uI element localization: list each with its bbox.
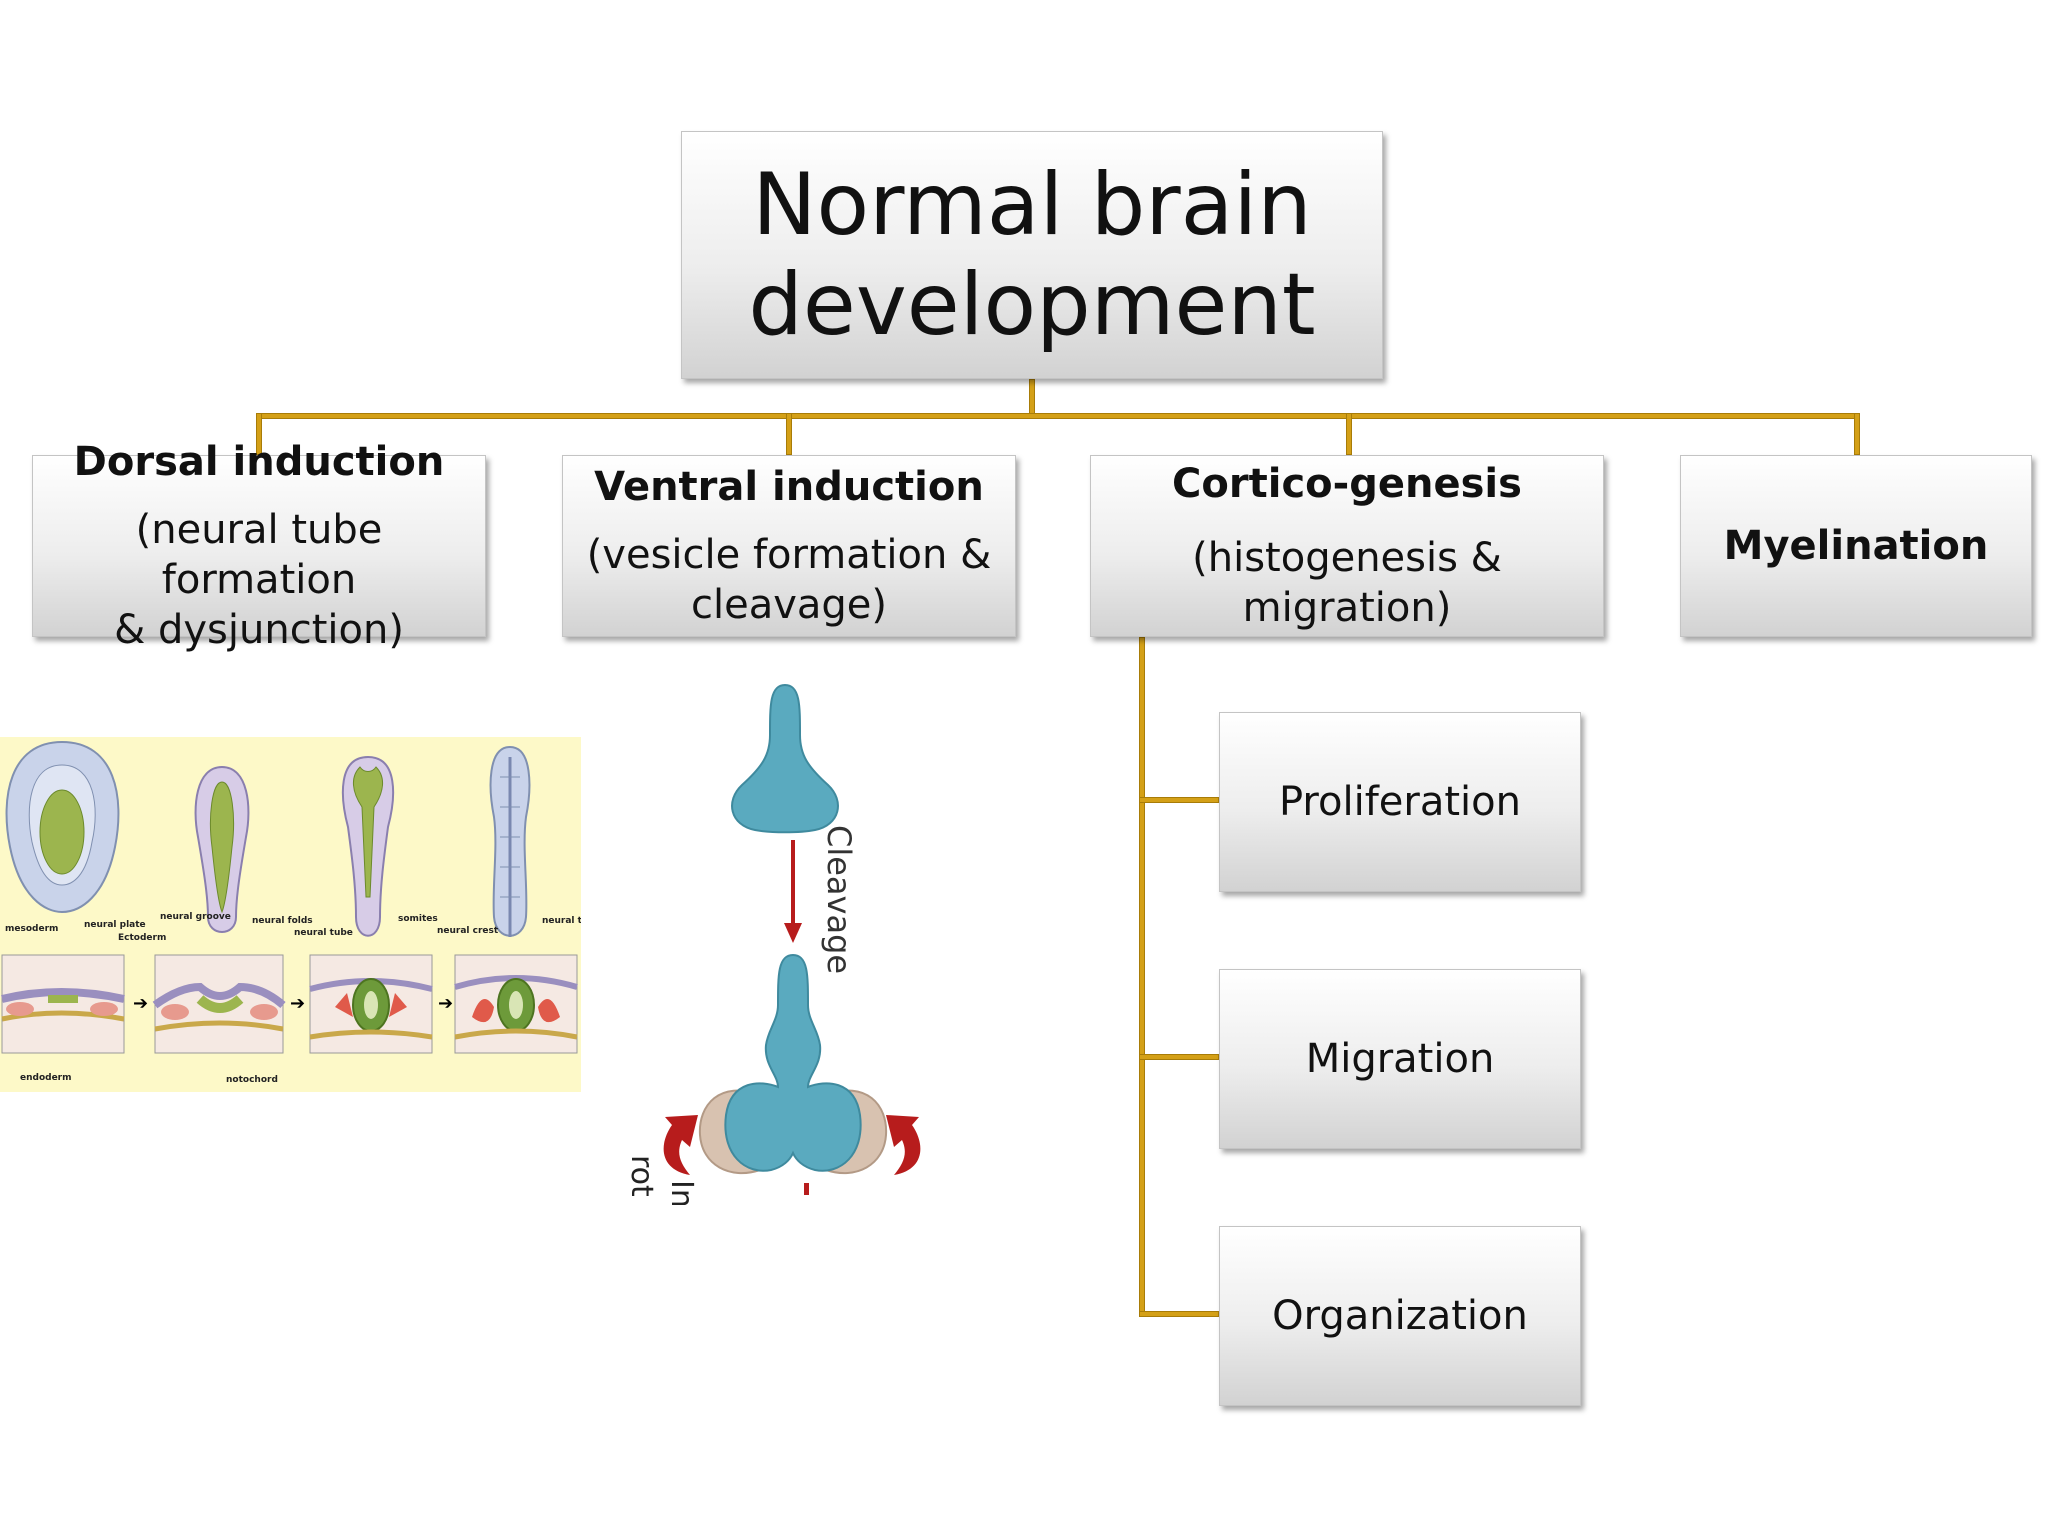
svg-text:➔: ➔ xyxy=(290,993,305,1014)
category-title: Dorsal induction xyxy=(73,439,445,485)
connector-stage-organization xyxy=(1139,1311,1219,1317)
category-ventral-induction: Ventral induction (vesicle formation & c… xyxy=(562,455,1016,637)
category-myelination: Myelination xyxy=(1680,455,2032,637)
telencephalon-split xyxy=(724,953,862,1172)
prosencephalon-vesicle xyxy=(731,683,839,834)
svg-text:➔: ➔ xyxy=(438,993,453,1014)
label-neural-tube-2: neural tube xyxy=(542,916,581,926)
rotation-arrow-right xyxy=(886,1115,921,1175)
root-title-line2: development xyxy=(748,255,1316,355)
category-subtitle: (neural tube formation & dysjunction) xyxy=(114,507,404,653)
connector-horizontal-bus xyxy=(256,413,1860,419)
neural-tube-formation-illustration: ➔ ➔ ➔ mesoderm neural plate Ectoderm neu… xyxy=(0,737,581,1092)
rotation-arrow-left xyxy=(663,1115,698,1175)
label-neural-folds: neural folds xyxy=(252,916,313,926)
embryo-stage-1 xyxy=(5,740,120,914)
label-rotation-1: In\ xyxy=(664,1180,699,1205)
label-neural-crest: neural crest xyxy=(437,926,499,936)
embryo-stage-4 xyxy=(489,745,531,937)
arrow-glyph: ➔ xyxy=(133,993,148,1014)
label-endoderm: endoderm xyxy=(20,1073,72,1083)
label-notochord: notochord xyxy=(226,1075,278,1085)
label-ectoderm: Ectoderm xyxy=(118,933,166,943)
label-neural-tube-1: neural tube xyxy=(294,928,353,938)
label-cleavage: Cleavage xyxy=(820,825,858,974)
category-title: Ventral induction xyxy=(594,464,984,510)
category-dorsal-induction: Dorsal induction (neural tube formation … xyxy=(32,439,486,653)
section-panel-4 xyxy=(454,954,578,1054)
label-somites: somites xyxy=(398,914,438,924)
stage-label: Migration xyxy=(1305,1036,1495,1082)
category-subtitle: (histogenesis & migration) xyxy=(1192,535,1502,631)
root-node: Normal brain development xyxy=(681,131,1383,379)
category-title: Myelination xyxy=(1723,523,1989,569)
connector-drop-dorsal xyxy=(256,413,262,455)
connector-stage-spine xyxy=(1139,637,1145,1317)
connector-drop-cortico xyxy=(1346,413,1352,455)
connector-drop-myelination xyxy=(1854,413,1860,455)
stage-organization: Organization xyxy=(1219,1226,1581,1406)
connector-stage-proliferation xyxy=(1139,797,1219,803)
connector-drop-ventral xyxy=(786,413,792,455)
category-title: Cortico-genesis xyxy=(1172,461,1522,507)
label-neural-plate: neural plate xyxy=(84,920,146,930)
ventral-cleavage-illustration: Cleavage In\ rot xyxy=(624,683,921,1205)
category-subtitle: (vesicle formation & cleavage) xyxy=(586,532,992,628)
section-panel-3 xyxy=(309,954,433,1054)
embryo-stage-3 xyxy=(341,755,395,937)
label-neural-groove: neural groove xyxy=(160,912,231,922)
stage-proliferation: Proliferation xyxy=(1219,712,1581,892)
section-panel-2 xyxy=(152,954,286,1054)
embryo-stage-2 xyxy=(194,765,250,933)
category-cortico-genesis: Cortico-genesis (histogenesis & migratio… xyxy=(1090,455,1604,637)
stage-label: Organization xyxy=(1272,1293,1528,1339)
stage-label: Proliferation xyxy=(1279,779,1521,825)
root-title-line1: Normal brain xyxy=(752,155,1312,255)
label-rotation-2: rot xyxy=(624,1155,659,1197)
section-panel-1 xyxy=(1,954,125,1054)
connector-stage-migration xyxy=(1139,1054,1219,1060)
stage-migration: Migration xyxy=(1219,969,1581,1149)
label-mesoderm: mesoderm xyxy=(5,924,58,934)
